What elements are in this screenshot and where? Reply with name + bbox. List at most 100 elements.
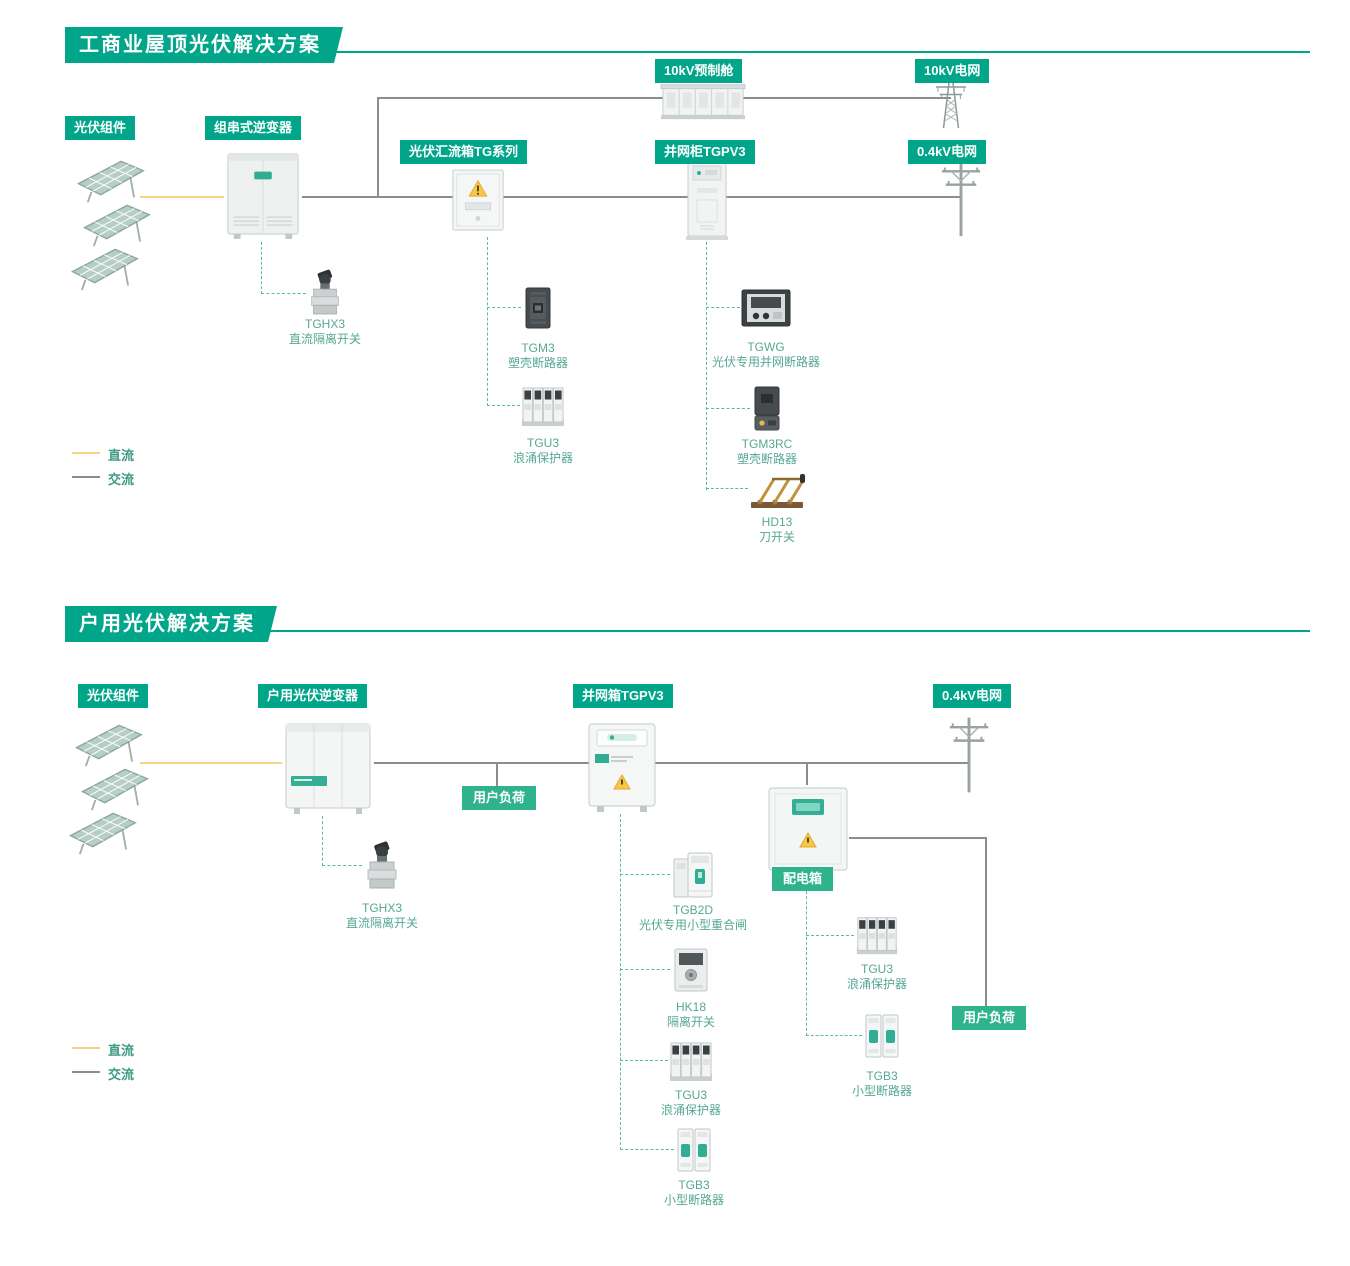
device-caption-tgu3-dist: TGU3 浪涌保护器 <box>807 962 947 992</box>
device-model: TGB3 <box>866 1069 898 1083</box>
solar-panel-icon <box>66 242 142 292</box>
device-model: TGB2D <box>672 903 713 917</box>
combiner-box-icon <box>449 165 507 237</box>
label-prefab-cabin: 10kV预制舱 <box>655 59 743 83</box>
device-caption-tgwg: TGWG 光伏专用并网断路器 <box>696 340 836 370</box>
grid-box-icon <box>585 720 659 814</box>
dashed-connector <box>620 1060 668 1061</box>
label-grid-cabinet: 并网柜TGPV3 <box>655 140 755 164</box>
device-desc: 小型断路器 <box>851 1084 912 1098</box>
legend-dc-label-1: 直流 <box>108 448 135 463</box>
dc-line-1 <box>140 196 224 198</box>
pv-recloser-icon <box>670 849 716 901</box>
distbox-out-line-v <box>985 837 987 1007</box>
isolator-switch-icon <box>670 945 712 995</box>
label-grid-04kv-1: 0.4kV电网 <box>908 140 986 164</box>
solar-panel-icon <box>76 762 152 812</box>
legend-ac-label-1: 交流 <box>108 472 135 487</box>
home-inverter-icon <box>282 720 374 816</box>
label-combiner-box: 光伏汇流箱TG系列 <box>400 140 528 164</box>
device-model: TGWG <box>747 340 785 354</box>
dashed-connector <box>322 865 362 866</box>
legend-ac-swatch-1 <box>72 476 100 478</box>
prefab-cabin-icon <box>657 80 749 122</box>
dashed-connector <box>487 307 521 308</box>
device-desc: 塑壳断路器 <box>507 356 568 370</box>
utility-pole-icon <box>938 158 984 240</box>
mcb-icon <box>674 1125 714 1175</box>
section2-title-rule <box>65 630 1310 632</box>
label-grid-10kv: 10kV电网 <box>915 59 990 83</box>
badge-dist-box: 配电箱 <box>772 867 834 891</box>
surge-protector-icon <box>520 382 566 430</box>
mccb-rc-icon <box>750 385 784 433</box>
dc-isolator-switch-icon <box>362 841 402 891</box>
surge-protector-icon <box>668 1037 714 1085</box>
device-caption-hk18: HK18 隔离开关 <box>621 1000 761 1030</box>
device-desc: 隔离开关 <box>666 1015 715 1029</box>
surge-protector-icon <box>854 912 900 958</box>
device-desc: 光伏专用小型重合闸 <box>638 918 747 932</box>
device-desc: 浪涌保护器 <box>846 977 907 991</box>
device-caption-hd13: HD13 刀开关 <box>707 515 847 545</box>
device-model: TGM3 <box>521 341 555 355</box>
legend-dc-label-2: 直流 <box>108 1043 135 1058</box>
distribution-box-icon <box>765 784 851 876</box>
legend-dc-swatch-1 <box>72 452 100 454</box>
ac-line-main-2 <box>374 762 969 764</box>
ac-line-main-1 <box>302 196 960 198</box>
device-desc: 浪涌保护器 <box>512 451 573 465</box>
label-pv-modules-2: 光伏组件 <box>78 684 149 708</box>
dashed-connector <box>487 237 488 406</box>
device-model: HK18 <box>675 1000 707 1014</box>
device-model: TGHX3 <box>304 317 345 331</box>
distbox-drop-line <box>806 763 808 785</box>
dashed-connector <box>620 969 670 970</box>
device-caption-tgb3-main: TGB3 小型断路器 <box>624 1178 764 1208</box>
grid-tie-breaker-icon <box>740 286 792 330</box>
section1-title-rule <box>65 51 1310 53</box>
device-caption-tgb2d: TGB2D 光伏专用小型重合闸 <box>623 903 763 933</box>
dashed-connector <box>620 1149 674 1150</box>
label-home-inverter: 户用光伏逆变器 <box>258 684 368 708</box>
ac-branch-vertical-1 <box>377 97 379 198</box>
section2-title: 户用光伏解决方案 <box>65 606 277 642</box>
legend-ac-swatch-2 <box>72 1071 100 1073</box>
mccb-icon <box>521 285 555 331</box>
string-inverter-icon <box>222 148 304 242</box>
dashed-connector <box>261 293 306 294</box>
device-desc: 光伏专用并网断路器 <box>711 355 820 369</box>
device-desc: 浪涌保护器 <box>660 1103 721 1117</box>
utility-pole-icon <box>946 712 992 798</box>
dc-line-2 <box>140 762 282 764</box>
label-grid-box: 并网箱TGPV3 <box>573 684 673 708</box>
solar-panel-icon <box>78 198 154 248</box>
distbox-out-line-h <box>849 837 987 839</box>
badge-user-load-left: 用户负荷 <box>462 786 537 810</box>
legend-dc-swatch-2 <box>72 1047 100 1049</box>
device-model: TGU3 <box>860 962 893 976</box>
device-caption-tghx3-1: TGHX3 直流隔离开关 <box>255 317 395 347</box>
device-desc: 直流隔离开关 <box>288 332 361 346</box>
user-load-drop-line <box>496 763 498 787</box>
label-pv-modules-1: 光伏组件 <box>65 116 136 140</box>
device-model: TGB3 <box>678 1178 710 1192</box>
dashed-connector <box>706 242 707 490</box>
device-model: TGM3RC <box>741 437 793 451</box>
grid-cabinet-icon <box>684 158 730 242</box>
knife-switch-icon <box>748 469 806 511</box>
solar-panel-icon <box>70 718 146 768</box>
device-desc: 直流隔离开关 <box>345 916 418 930</box>
device-desc: 刀开关 <box>758 530 795 544</box>
dashed-connector <box>806 935 854 936</box>
device-caption-tgm3: TGM3 塑壳断路器 <box>468 341 608 371</box>
label-grid-04kv-2: 0.4kV电网 <box>933 684 1011 708</box>
mcb-icon <box>862 1011 902 1061</box>
device-caption-tgu3-main: TGU3 浪涌保护器 <box>621 1088 761 1118</box>
badge-user-load-right: 用户负荷 <box>952 1006 1027 1030</box>
device-caption-tgm3rc: TGM3RC 塑壳断路器 <box>697 437 837 467</box>
legend-ac-label-2: 交流 <box>108 1067 135 1082</box>
device-model: TGHX3 <box>361 901 402 915</box>
device-caption-tghx3-2: TGHX3 直流隔离开关 <box>312 901 452 931</box>
